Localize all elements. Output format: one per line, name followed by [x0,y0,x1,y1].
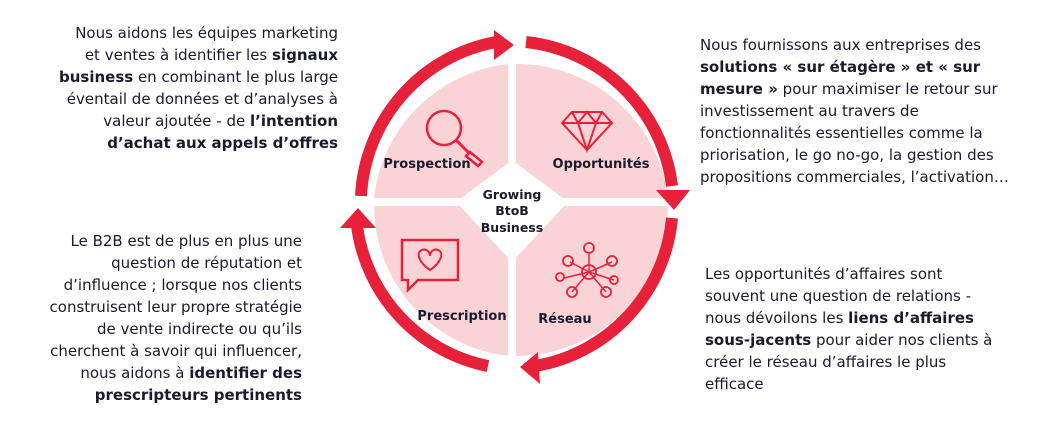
emphasis-text: prescripteurs pertinents [94,386,302,404]
emphasis-text: solutions « sur étagère » et « sur [700,58,981,76]
body-text: de vente indirecte ou qu’ils [97,320,302,338]
heart-speech-bubble-icon [400,238,460,294]
center-title-line-2: BtoB [495,203,529,218]
body-text: souvent une question de relations - [705,287,972,305]
emphasis-text: business [58,68,134,86]
center-title-line-1: Growing [483,187,542,202]
body-text: en combinant le plus large [133,68,338,86]
emphasis-text: l’intention [250,112,338,130]
body-text: valeur ajoutée - de [103,112,251,130]
arrow-bottom-left [351,225,490,372]
body-text: efficace [705,375,764,393]
body-text: pour maximiser le retour sur [777,80,998,98]
quadrant-opportunites [516,63,668,198]
body-text: et ventes à identifier les [84,46,273,64]
body-text: créer le réseau d’affaires le plus [705,353,947,371]
body-text: priorisation, le go no-go, la gestion de… [700,146,994,164]
emphasis-text: liens d’affaires [848,309,974,327]
body-text: Les opportunités d’affaires sont [705,265,943,283]
arrowhead-top-right [656,190,690,210]
quadrant-label-prescription: Prescription [417,309,506,324]
arrowhead-top-left [494,30,514,60]
arrow-bottom-right [534,217,678,372]
body-text: nous dévoilons les [705,309,849,327]
emphasis-text: sous-jacents [705,331,812,349]
opportunites-description: Nous fournissons aux entreprises des solu… [700,34,1040,188]
reseau-description: Les opportunités d’affaires sont souvent … [705,263,1030,395]
body-text: fonctionnalités essentielles comme la [700,124,983,142]
body-text: éventail de données et d’analyses à [66,90,338,108]
body-text: Le B2B est de plus en plus une [70,232,303,250]
network-people-icon [555,242,619,298]
emphasis-text: identifier des [189,364,302,382]
diamond-icon [560,110,614,154]
body-text: propositions commerciales, l’activation… [700,168,1009,186]
emphasis-text: signaux [272,46,338,64]
body-text: investissement au travers de [700,102,919,120]
body-text: cherchent à savoir qui influencer, [50,342,302,360]
prescription-description: Le B2B est de plus en plus une question d… [10,230,302,406]
body-text: pour aider nos clients à [811,331,993,349]
quadrant-label-prospection: Prospection [383,157,470,172]
cycle-arrows [351,36,678,372]
magnifier-icon [425,109,484,168]
center-title-line-3: Business [481,220,543,235]
quadrant-prospection [374,64,508,198]
quadrant-reseau [516,206,668,357]
quadrant-label-reseau: Réseau [538,312,591,327]
emphasis-text: mesure » [700,80,778,98]
arrowhead-bottom-left [340,208,376,228]
body-text: d’influence ; lorsque nos clients [63,276,302,294]
body-text: Nous aidons les équipes marketing [75,24,338,42]
body-text: question de réputation et [111,254,302,272]
quadrant-label-opportunites: Opportunités [553,157,650,172]
arrow-top-left [355,36,498,197]
emphasis-text: d’achat aux appels d’offres [107,134,338,152]
arrow-top-right [525,36,678,187]
body-text: construisent leur propre stratégie [49,298,302,316]
arrowhead-bottom-right [520,352,540,384]
prospection-description: Nous aidons les équipes marketing et vent… [10,22,338,154]
body-text: Nous fournissons aux entreprises des [700,36,982,54]
body-text: nous aidons à [80,364,190,382]
